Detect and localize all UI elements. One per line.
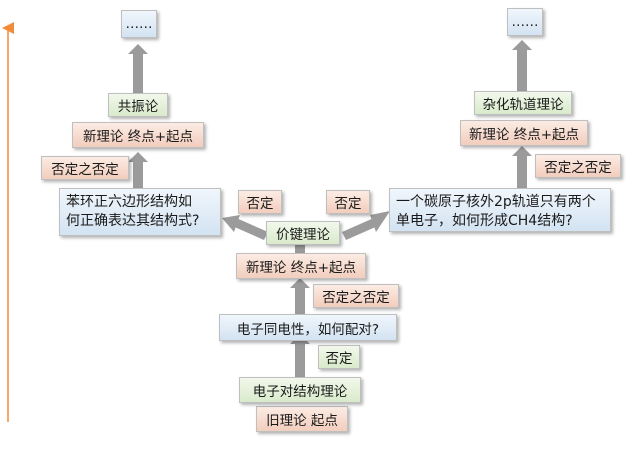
ch4-question-box: 一个碳原子核外2p轨道只有两个 单电子，如何形成CH4结构? xyxy=(389,188,611,232)
hybrid-orbital-theory-box: 杂化轨道理论 xyxy=(474,91,572,115)
left-negation-label: 否定 xyxy=(238,190,282,214)
right-new-theory-box: 新理论 终点+起点 xyxy=(460,120,588,146)
arrow-up-left-2 xyxy=(128,44,148,94)
left-new-theory-box: 新理论 终点+起点 xyxy=(72,122,204,148)
left-negation-of-negation-label: 否定之否定 xyxy=(41,156,129,180)
right-negation-label: 否定 xyxy=(326,190,370,214)
stem-center xyxy=(295,243,305,255)
center-negation-of-negation-label: 否定之否定 xyxy=(313,284,399,308)
arrow-up-left-1 xyxy=(128,152,148,190)
left-ellipsis-box: …… xyxy=(121,10,157,38)
ch4-question-line-2: 单电子，如何形成CH4结构? xyxy=(396,213,573,229)
arrow-diagonal-right xyxy=(342,211,390,240)
ch4-question-line-1: 一个碳原子核外2p轨道只有两个 xyxy=(396,194,596,210)
right-negation-of-negation-label: 否定之否定 xyxy=(535,154,621,178)
resonance-theory-box: 共振论 xyxy=(108,93,168,117)
arrow-up-center-2 xyxy=(290,278,310,316)
benzene-question-box: 苯环正六边形结构如 何正确表达其结构式? xyxy=(59,188,221,236)
arrow-diagonal-left xyxy=(222,215,268,240)
electron-pair-theory-box: 电子对结构理论 xyxy=(239,377,361,403)
benzene-question-line-1: 苯环正六边形结构如 xyxy=(66,194,192,210)
old-theory-start-box: 旧理论 起点 xyxy=(256,406,348,432)
right-ellipsis-box: …… xyxy=(507,8,543,36)
benzene-question-line-2: 何正确表达其结构式? xyxy=(66,213,200,229)
center-negation-label: 否定 xyxy=(318,345,360,369)
arrow-up-right-1 xyxy=(512,146,532,190)
arrow-up-right-2 xyxy=(512,40,532,92)
like-charge-question-box: 电子同电性，如何配对? xyxy=(219,314,397,341)
center-new-theory-box: 新理论 终点+起点 xyxy=(236,253,366,279)
valence-bond-theory-box: 价键理论 xyxy=(266,221,340,245)
